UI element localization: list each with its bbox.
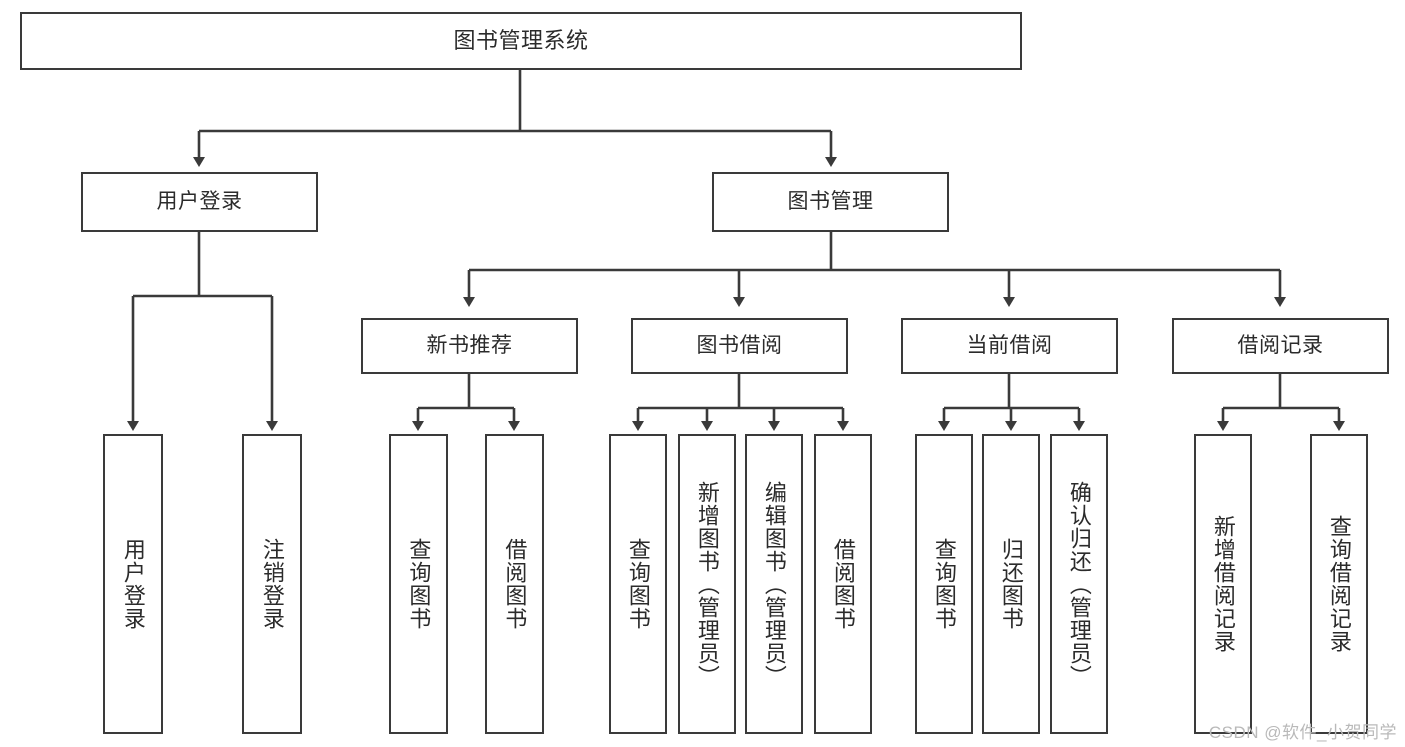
node-user-login[interactable]: 用户登录	[81, 172, 318, 232]
node-label: 新书推荐	[426, 334, 513, 358]
node-label: 归还图书	[998, 538, 1024, 630]
node-label: 图书管理系统	[453, 27, 589, 53]
node-leaf-add-book[interactable]: 新增图书（管理员）	[678, 434, 736, 734]
node-label: 借阅图书	[502, 538, 528, 630]
node-label: 查询借阅记录	[1326, 515, 1352, 653]
node-leaf-borrow-book-2[interactable]: 借阅图书	[814, 434, 872, 734]
node-leaf-query-record[interactable]: 查询借阅记录	[1310, 434, 1368, 734]
node-leaf-borrow-book-1[interactable]: 借阅图书	[485, 434, 544, 734]
node-label: 查询图书	[931, 538, 957, 630]
node-leaf-return-book[interactable]: 归还图书	[982, 434, 1040, 734]
node-label: 用户登录	[120, 538, 146, 630]
node-label: 确认归还（管理员）	[1066, 480, 1092, 688]
node-label: 图书管理	[787, 190, 874, 214]
node-label: 查询图书	[406, 538, 432, 630]
node-leaf-user-login[interactable]: 用户登录	[103, 434, 163, 734]
node-label: 新增图书（管理员）	[694, 480, 720, 688]
node-book-borrow[interactable]: 图书借阅	[631, 318, 848, 374]
node-book-management[interactable]: 图书管理	[712, 172, 949, 232]
node-leaf-edit-book[interactable]: 编辑图书（管理员）	[745, 434, 803, 734]
csdn-watermark: CSDN @软件_小贺同学	[1208, 723, 1397, 742]
node-current-borrow[interactable]: 当前借阅	[901, 318, 1118, 374]
node-label: 编辑图书（管理员）	[761, 480, 787, 688]
node-label: 查询图书	[625, 538, 651, 630]
node-leaf-query-book-2[interactable]: 查询图书	[609, 434, 667, 734]
node-label: 注销登录	[259, 538, 285, 630]
node-root-book-management-system[interactable]: 图书管理系统	[20, 12, 1022, 70]
node-new-book-recommend[interactable]: 新书推荐	[361, 318, 578, 374]
node-leaf-confirm-return[interactable]: 确认归还（管理员）	[1050, 434, 1108, 734]
node-leaf-query-book-3[interactable]: 查询图书	[915, 434, 973, 734]
node-leaf-add-record[interactable]: 新增借阅记录	[1194, 434, 1252, 734]
node-label: 图书借阅	[696, 334, 783, 358]
node-leaf-logout-login[interactable]: 注销登录	[242, 434, 302, 734]
node-borrow-record[interactable]: 借阅记录	[1172, 318, 1389, 374]
node-label: 用户登录	[156, 190, 243, 214]
node-label: 当前借阅	[966, 334, 1053, 358]
node-label: 借阅记录	[1237, 334, 1324, 358]
node-label: 借阅图书	[830, 538, 856, 630]
node-label: 新增借阅记录	[1210, 515, 1236, 653]
node-leaf-query-book-1[interactable]: 查询图书	[389, 434, 448, 734]
